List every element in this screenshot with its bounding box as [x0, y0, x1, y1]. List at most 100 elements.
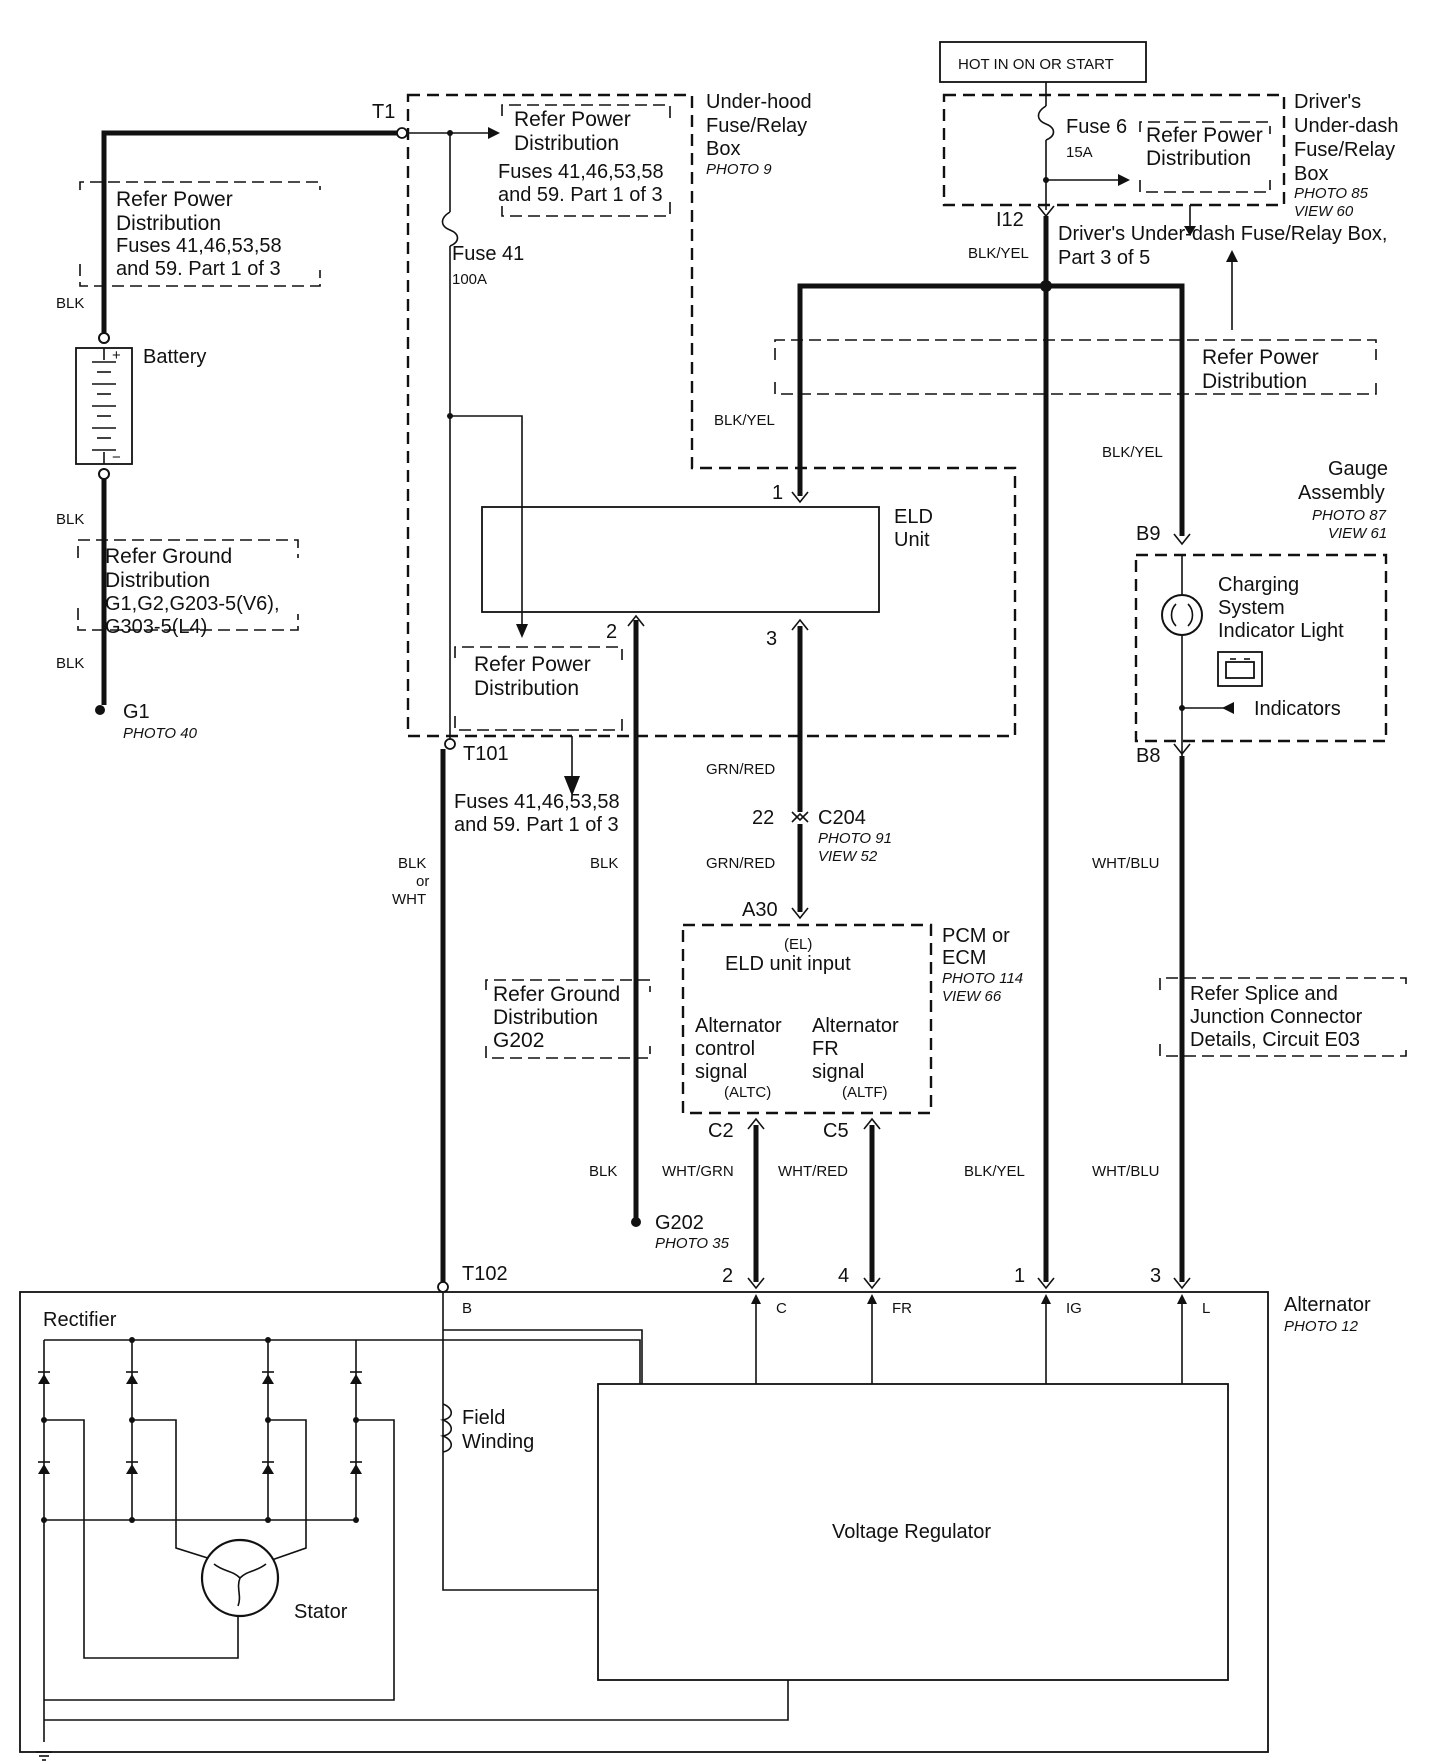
wire-color-blk-yel-ig-top: BLK/YEL: [968, 245, 1029, 262]
terminal-t102-label: T102: [462, 1263, 508, 1285]
underhood-refer-bottom-fuses1: Fuses 41,46,53,58: [454, 791, 620, 813]
ground-g1-photo: PHOTO 40: [123, 725, 198, 742]
c2-connector: [747, 1117, 765, 1130]
stator-windings: [213, 1563, 267, 1607]
underhood-photo: PHOTO 9: [706, 161, 772, 178]
underhood-refer-top-fuses2: and 59. Part 1 of 3: [498, 184, 663, 206]
b-terminal-field-wire: [442, 1292, 598, 1591]
wire-color-blk-yel-ig-bottom: BLK/YEL: [964, 1163, 1025, 1180]
fuse-41-symbol: [441, 211, 459, 247]
gauge-pin-b8-label: B8: [1136, 745, 1160, 767]
rectifier-junction-dots: [41, 1337, 359, 1523]
terminal-t102: [437, 1281, 449, 1293]
pcm-photo: PHOTO 114: [942, 970, 1023, 987]
battery-cells: [92, 348, 116, 464]
terminal-l-label: L: [1202, 1300, 1210, 1317]
c204-connector: [791, 811, 809, 823]
pcm-altf-line1: Alternator: [812, 1015, 899, 1037]
eld-unit-box: [481, 506, 880, 613]
gauge-assembly-box: [1134, 553, 1388, 743]
driver-box-title-line1: Driver's: [1294, 91, 1361, 113]
pcm-altc-line3: signal: [695, 1061, 747, 1083]
regulator-terminal-lines: [751, 1294, 1187, 1384]
c204-view: VIEW 52: [818, 848, 878, 865]
eld-pin1-connector: [791, 491, 809, 504]
refer-splice-line2: Junction Connector: [1190, 1006, 1363, 1028]
eld-title-line2: Unit: [894, 529, 930, 551]
c5-connector: [863, 1117, 881, 1130]
mid-refer-power-bracket: [774, 339, 1377, 395]
a30-connector: [791, 907, 809, 920]
terminal-b-label: B: [462, 1300, 472, 1317]
battery-warning-icon: [1217, 651, 1263, 687]
rectifier-diodes: [38, 1371, 362, 1474]
pcm-altc-line1: Alternator: [695, 1015, 782, 1037]
eld-title-line1: ELD: [894, 506, 933, 528]
left-refer-power-bracket: [79, 181, 321, 287]
mid-refer-power-line2: Distribution: [1202, 370, 1307, 393]
underhood-fuse-box-outline: [406, 93, 1017, 738]
c204-pin-label: 22: [752, 807, 774, 829]
eld-pin3-connector: [791, 618, 809, 631]
gauge-pin-b9-label: B9: [1136, 523, 1160, 545]
mid-refer-power-line1: Refer Power: [1202, 346, 1319, 369]
rectifier-diode-bridge: [43, 1339, 641, 1521]
refer-splice-line1: Refer Splice and: [1190, 983, 1338, 1005]
wire-color-blk-bplus: BLK: [398, 855, 426, 872]
hot-in-on-or-start-label: HOT IN ON OR START: [958, 56, 1114, 73]
field-winding-coil: [439, 1403, 453, 1453]
ground-g1-label: G1: [123, 701, 150, 723]
alternator-photo: PHOTO 12: [1284, 1318, 1359, 1335]
battery-negative-terminal: [98, 468, 110, 480]
left-refer-ground-line1: Refer Ground: [105, 545, 232, 568]
terminal-ig-label: IG: [1066, 1300, 1082, 1317]
field-winding-line2: Winding: [462, 1431, 534, 1453]
field-winding-line1: Field: [462, 1407, 505, 1429]
wire-color-wht-blu-lower: WHT/BLU: [1092, 1163, 1160, 1180]
gauge-light-line3: Indicator Light: [1218, 620, 1344, 642]
t1-refer-arrow-head: [488, 127, 500, 139]
underhood-refer-bottom-line2: Distribution: [474, 677, 579, 700]
fuse-6-rating: 15A: [1066, 144, 1093, 161]
gauge-title-line1: Gauge: [1328, 458, 1388, 480]
ground-g202-label: G202: [655, 1212, 704, 1234]
left-refer-ground-list1: G1,G2,G203-5(V6),: [105, 593, 280, 615]
fuse-6-label: Fuse 6: [1066, 116, 1127, 138]
driver-refer-power-line2: Distribution: [1146, 147, 1251, 170]
terminal-t101: [444, 738, 456, 750]
hot-in-on-or-start-box: [939, 41, 1147, 83]
left-refer-power-fuses1: Fuses 41,46,53,58: [116, 235, 282, 257]
ground-g1-symbol: [95, 705, 105, 715]
left-refer-power-line2: Distribution: [116, 212, 221, 235]
driver-refer-power-line1: Refer Power: [1146, 124, 1263, 147]
pcm-pin-c2-label: C2: [708, 1120, 734, 1142]
refer-ground-g202-line1: Refer Ground: [493, 983, 620, 1006]
refer-power-branch-arrow: [516, 624, 528, 638]
pcm-ecm-box: [681, 923, 933, 1115]
alternator-pin-2-label: 2: [722, 1265, 733, 1287]
underhood-refer-bottom-line1: Refer Power: [474, 653, 591, 676]
ground-g202-photo: PHOTO 35: [655, 1235, 730, 1252]
stator-connection-wires: [44, 1419, 395, 1701]
gauge-light-line1: Charging: [1218, 574, 1299, 596]
alternator-pin-connectors: [747, 1277, 1191, 1290]
battery-label: Battery: [143, 346, 206, 368]
left-refer-ground-line2: Distribution: [105, 569, 210, 592]
terminal-c-label: C: [776, 1300, 787, 1317]
alternator-box: [19, 1291, 1269, 1753]
driver-box-view: VIEW 60: [1294, 203, 1354, 220]
battery-positive-terminal: [98, 332, 110, 344]
refer-ground-g202-bracket: [485, 979, 651, 1059]
eld-pin2-connector: [627, 614, 645, 627]
lamp-filament: [1170, 603, 1194, 627]
eld-pin-3-label: 3: [766, 628, 777, 650]
eld-pin-2-label: 2: [606, 621, 617, 643]
alternator-ground-wires: [43, 1520, 789, 1742]
wire-color-wht-bplus: WHT: [392, 891, 426, 908]
battery-positive-wire: [101, 130, 400, 338]
wire-color-blk-battery-top: BLK: [56, 295, 84, 312]
underhood-title-line1: Under-hood: [706, 91, 812, 113]
pcm-altf-code: (ALTF): [842, 1084, 888, 1101]
pcm-altc-code: (ALTC): [724, 1084, 771, 1101]
